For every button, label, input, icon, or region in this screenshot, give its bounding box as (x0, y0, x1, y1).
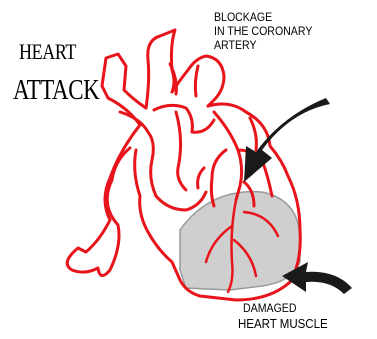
title-line-1: HEART (19, 40, 76, 64)
damaged-label-line-2: HEART MUSCLE (238, 318, 328, 331)
damaged-label-line-1: DAMAGED (243, 303, 297, 316)
blockage-label-line-2: IN THE CORONARY (214, 26, 312, 39)
blockage-label-line-3: ARTERY (214, 40, 257, 53)
blockage-label-line-1: BLOCKAGE (214, 12, 272, 25)
damaged-muscle-region (180, 192, 300, 290)
title-line-2: ATTACK (13, 76, 99, 106)
